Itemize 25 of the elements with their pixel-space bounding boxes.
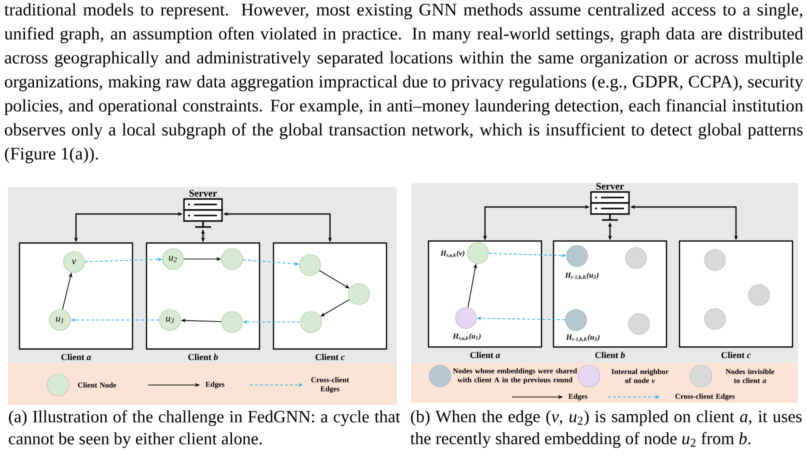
graph-node	[704, 249, 726, 271]
client-label: Client c	[316, 354, 345, 360]
graph-node	[221, 248, 243, 270]
client-label: Client a	[470, 352, 500, 358]
server-label: Server	[189, 190, 217, 197]
graph-node	[299, 254, 321, 276]
graph-node: v	[63, 251, 85, 273]
graph-node: u$_{1}$	[49, 309, 71, 331]
graph-node	[748, 284, 770, 306]
body-paragraph: traditional models to represent. However, most existing GNN methods assume centralized access to a single, unified graph, an assumption often violated in practice. In many real-world settings, graph data are distributed across geographically and administratively separated locations within the same organization or across multiple organizations, making raw data aggregation impractical due to privacy regulations (e.g., GDPR, CCPA), security policies, and operational constraints. For example, in anti–money laundering detection, each financial institution observes only a local subgraph of the global transaction network, which is insufficient to detect global patterns (Figure 1(a)).	[4, 3, 804, 164]
graph-node	[300, 311, 322, 333]
graph-node: u$_{3}$	[159, 309, 181, 331]
graph-node	[625, 247, 647, 269]
client-label: Client c	[722, 352, 751, 358]
client-label: Client b	[595, 352, 625, 358]
graph-node: u$_{2}$	[162, 248, 184, 270]
graph-node	[348, 283, 370, 305]
client-label: Client b	[188, 354, 218, 360]
figure-caption: (b) When the edge (v, u$_{2}$) is sampled on client a, it uses the recently shared embedding of node u$_{2}$ from b.	[410, 410, 802, 448]
graph-node	[221, 311, 243, 333]
figure-caption: (a) Illustration of the challenge in FedGNN: a cycle that cannot be seen by either client alone.	[8, 410, 400, 448]
client-label: Client a	[61, 354, 91, 360]
server-label: Server	[596, 182, 624, 190]
graph-node	[628, 313, 650, 335]
graph-node	[704, 308, 726, 330]
